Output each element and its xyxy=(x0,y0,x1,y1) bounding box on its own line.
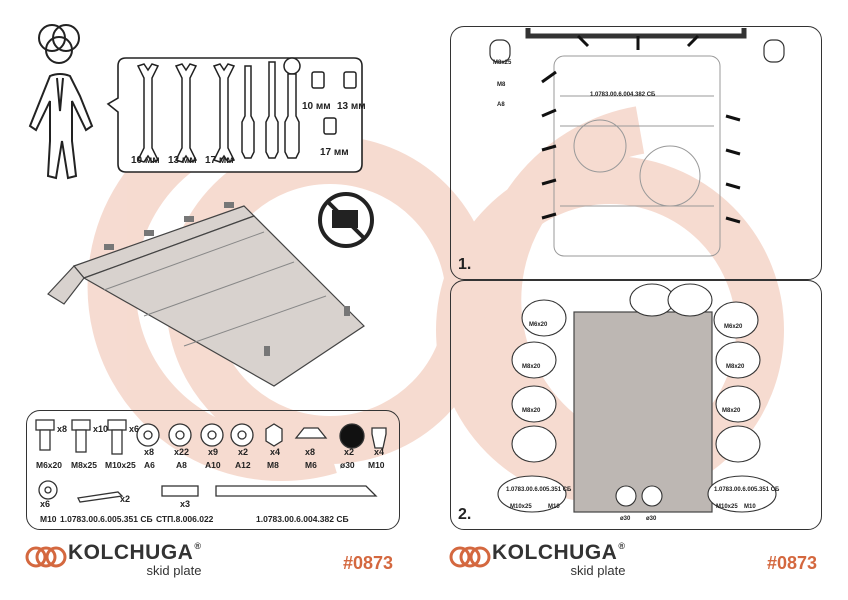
diagram2-bottom-label-left: 1.0783.00.6.005.351 СБ xyxy=(506,487,572,493)
washer-a12-name: A12 xyxy=(235,460,251,470)
brand-block-left: KOLCHUGA® skid plate xyxy=(68,541,202,578)
step-2-label: 2. xyxy=(458,506,472,523)
diagram2-plug-right: ø30 xyxy=(646,516,657,522)
product-code-left: #0873 xyxy=(343,553,394,573)
diagram-step-2-panel xyxy=(450,280,822,530)
skid-plate-illustration xyxy=(47,202,365,387)
socket-10-label: 10 мм xyxy=(302,101,331,112)
bolt-m6-qty: x8 xyxy=(57,424,68,434)
mechanic-figure-icon xyxy=(28,24,94,180)
washer-a10-name: A10 xyxy=(205,460,221,470)
washer-a12-qty: x2 xyxy=(238,447,249,457)
brand-block-right: KOLCHUGA® skid plate xyxy=(492,541,626,578)
diagram1-left-callout-nut: M8 xyxy=(497,82,506,88)
brand-subtitle-right: skid plate xyxy=(570,563,626,578)
wrench-10-label: 10 мм xyxy=(131,155,160,166)
brand-name: KOLCHUGA xyxy=(68,541,194,564)
diagram2-callout-bolt-6: M8x20 xyxy=(722,408,741,414)
bolt-m10-name: M10x25 xyxy=(105,460,136,470)
product-code-right: #0873 xyxy=(767,553,818,573)
diagram2-bottom-label-right: 1.0783.00.6.005.351 СБ xyxy=(714,487,780,493)
rivet-nut-m10-qty: x4 xyxy=(374,447,385,457)
parts-list-panel xyxy=(26,410,400,530)
kolchuga-logo-icon-right xyxy=(449,546,491,568)
plate-022-name: СТП.8.006.022 xyxy=(156,514,214,524)
washer-a10-qty: x9 xyxy=(208,447,219,457)
diagram2-bottom-bolt-left: M10x25 xyxy=(510,504,532,510)
nut-m6-qty: x8 xyxy=(305,447,316,457)
washer-a6-name: A6 xyxy=(144,460,155,470)
socket-17-label: 17 мм xyxy=(320,147,349,158)
wrench-13-label: 13 мм xyxy=(168,155,197,166)
diagram2-callout-bolt-3: M8x20 xyxy=(522,364,541,370)
washer-a8-qty: x22 xyxy=(174,447,190,457)
bolt-m6-name: M6x20 xyxy=(36,460,62,470)
wrench-17-label: 17 мм xyxy=(205,155,234,166)
diagram1-left-callout-bolt: M8x25 xyxy=(493,60,512,66)
diagram1-left-callout-washer: A8 xyxy=(497,102,505,108)
brand-name-right: KOLCHUGA xyxy=(492,541,618,564)
diagram2-callout-bolt-1: M6x20 xyxy=(529,322,548,328)
m10-nut-name: M10 xyxy=(40,514,57,524)
diagram2-bottom-nut-left: M10 xyxy=(548,504,560,510)
bar-382-name: 1.0783.00.6.004.382 СБ xyxy=(256,514,349,524)
washer-a8-name: A8 xyxy=(176,460,187,470)
plug-30-qty: x2 xyxy=(344,447,355,457)
m10-nut-qty: x6 xyxy=(40,499,51,509)
diagram2-bottom-nut-right: M10 xyxy=(744,504,756,510)
nut-m6-name: M6 xyxy=(305,460,317,470)
bolt-m10-qty: x6 xyxy=(129,424,140,434)
parts-icons xyxy=(35,419,387,503)
socket-13-label: 13 мм xyxy=(337,101,366,112)
diagram2-callout-bolt-4: M8x20 xyxy=(726,364,745,370)
plate-mounted-diagram xyxy=(497,283,777,513)
diagram2-callout-bolt-5: M8x20 xyxy=(522,408,541,414)
bracket-351-name: 1.0783.00.6.005.351 СБ xyxy=(60,514,153,524)
plug-30-name: ø30 xyxy=(340,460,355,470)
diagram-step-1-panel xyxy=(450,26,822,280)
engine-underside-diagram xyxy=(489,28,785,257)
kolchuga-logo-icon xyxy=(25,546,67,568)
nut-m8-name: M8 xyxy=(267,460,279,470)
bracket-351-qty: x2 xyxy=(120,494,131,504)
washer-a6-qty: x8 xyxy=(144,447,155,457)
no-engine-warning-icon xyxy=(318,192,374,248)
brand-reg-right: ® xyxy=(618,541,626,551)
bolt-m8-name: M8x25 xyxy=(71,460,97,470)
plate-022-qty: x3 xyxy=(180,499,191,509)
brand-subtitle: skid plate xyxy=(146,563,202,578)
bolt-m8-qty: x10 xyxy=(93,424,109,434)
tool-speech-bubble xyxy=(106,57,363,173)
brand-reg: ® xyxy=(194,541,202,551)
rivet-nut-m10-name: M10 xyxy=(368,460,385,470)
diagram2-callout-bolt-2: M6x20 xyxy=(724,324,743,330)
nut-m8-qty: x4 xyxy=(270,447,281,457)
step-1-label: 1. xyxy=(458,256,472,273)
diagram2-bottom-bolt-right: M10x25 xyxy=(716,504,738,510)
diagram1-part-label: 1.0783.00.6.004.382 СБ xyxy=(590,92,656,98)
diagram2-plug-left: ø30 xyxy=(620,516,631,522)
